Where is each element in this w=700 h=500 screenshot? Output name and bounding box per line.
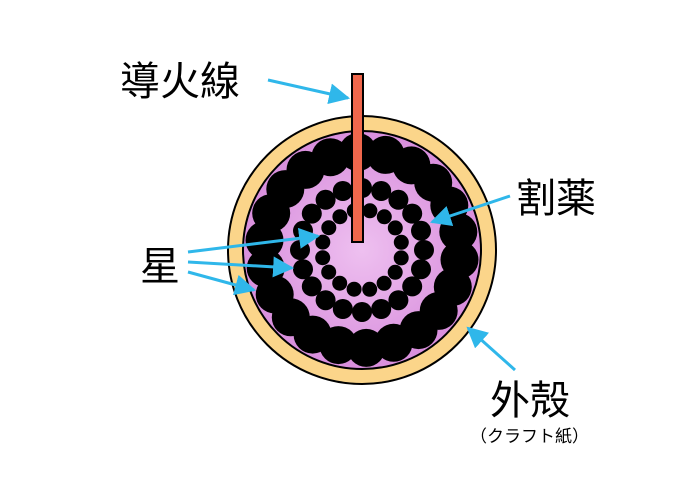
star-ring-2-star bbox=[371, 181, 392, 201]
star-ring-3-star bbox=[346, 281, 362, 297]
shell-label: 外殻 bbox=[490, 378, 570, 424]
star-ring-2-star bbox=[402, 203, 423, 224]
star-ring-2-star bbox=[411, 259, 431, 280]
star-arrow-middle bbox=[187, 256, 295, 278]
star-ring-2-star bbox=[332, 299, 353, 319]
star-ring-3-star bbox=[315, 250, 331, 266]
star-ring-3-star bbox=[393, 234, 409, 250]
star-ring-3-star bbox=[393, 250, 409, 266]
star-ring-3-star bbox=[376, 209, 392, 225]
star-ring-2-star bbox=[293, 259, 313, 280]
star-ring-1-star bbox=[347, 328, 386, 367]
star-ring-2-star bbox=[388, 189, 409, 210]
star-ring-3-star bbox=[332, 209, 348, 225]
star-ring-2-star bbox=[290, 240, 310, 260]
charge-arrow bbox=[430, 194, 511, 226]
shell-note-label: （クラフト紙） bbox=[470, 427, 589, 447]
star-arrow-inner bbox=[187, 227, 321, 254]
stars-group bbox=[245, 133, 479, 367]
star-ring-3-star bbox=[332, 275, 348, 291]
star-ring-3-star bbox=[387, 220, 403, 236]
star-ring-2-star bbox=[301, 276, 322, 297]
fuse-label: 導火線 bbox=[120, 59, 240, 105]
star-ring-2-star bbox=[402, 276, 423, 297]
fuse-arrow bbox=[267, 78, 351, 105]
star-ring-2-star bbox=[332, 181, 353, 201]
shell-arrow bbox=[466, 326, 516, 372]
star-arrow-outer bbox=[187, 270, 257, 296]
star-ring-3-star bbox=[376, 275, 392, 291]
star-ring-2-star bbox=[388, 290, 409, 311]
bursting-charge-label: 割薬 bbox=[516, 176, 596, 222]
star-ring-2-star bbox=[301, 203, 322, 224]
star-ring-3-star bbox=[362, 281, 378, 297]
star-ring-2-star bbox=[352, 302, 372, 322]
star-ring-2-star bbox=[411, 220, 431, 241]
star-ring-3-star bbox=[321, 220, 337, 236]
star-ring-2-star bbox=[371, 299, 392, 319]
star-ring-3-star bbox=[321, 264, 337, 280]
stars-label: 星 bbox=[140, 244, 180, 290]
star-ring-3-star bbox=[387, 264, 403, 280]
star-ring-2-star bbox=[414, 240, 434, 260]
fuse bbox=[351, 73, 364, 243]
star-ring-2-star bbox=[315, 189, 336, 210]
star-ring-2-star bbox=[315, 290, 336, 311]
star-ring-3-star bbox=[362, 203, 378, 219]
